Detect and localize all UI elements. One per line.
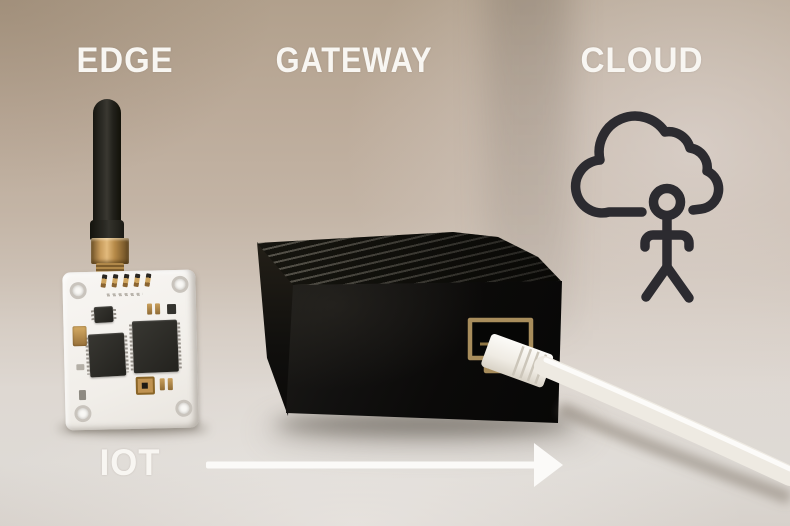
pcb-chip-right [131, 319, 179, 374]
pcb-solder-pad [146, 303, 153, 315]
pcb-header-pin [100, 274, 108, 288]
person-arms-icon [640, 230, 694, 252]
edge-device-pcb [62, 269, 199, 431]
gateway-front-face [286, 281, 562, 423]
ethernet-cable-highlight [543, 357, 790, 472]
pcb-header-pin [144, 273, 152, 287]
pcb-mount-hole [69, 281, 87, 300]
pcb-chip-left [87, 332, 127, 378]
pcb-mount-hole [74, 404, 92, 423]
ethernet-cable [534, 356, 790, 486]
label-gateway: GATEWAY [275, 41, 433, 80]
pcb-solder-pad [159, 378, 165, 391]
pcb-gold-component [72, 325, 87, 347]
label-iot: IOT [99, 442, 161, 483]
label-cloud: CLOUD [580, 41, 704, 80]
pcb-component [76, 364, 85, 371]
pcb-header-pin [133, 273, 141, 288]
pcb-mount-hole [171, 275, 189, 294]
person-legs-icon [641, 262, 694, 303]
cable-shadow [557, 402, 790, 505]
pcb-solder-pad [154, 303, 161, 315]
pcb-gold-module [135, 376, 156, 395]
sma-connector-nut [91, 238, 129, 264]
person-head-icon [648, 183, 686, 221]
flow-arrow [206, 443, 563, 487]
pcb-component [166, 303, 177, 315]
antenna-base [90, 220, 124, 240]
pcb-chip-small [93, 306, 114, 324]
pcb-component [78, 390, 87, 401]
pcb-silkscreen-marks [106, 292, 143, 297]
pcb-header-pin [111, 274, 119, 288]
label-edge: EDGE [76, 41, 174, 80]
pcb-mount-hole [175, 399, 193, 417]
cloud-icon [570, 111, 724, 218]
pcb-header-pin [122, 273, 130, 288]
antenna [93, 99, 121, 227]
pcb-solder-pad [167, 378, 173, 391]
